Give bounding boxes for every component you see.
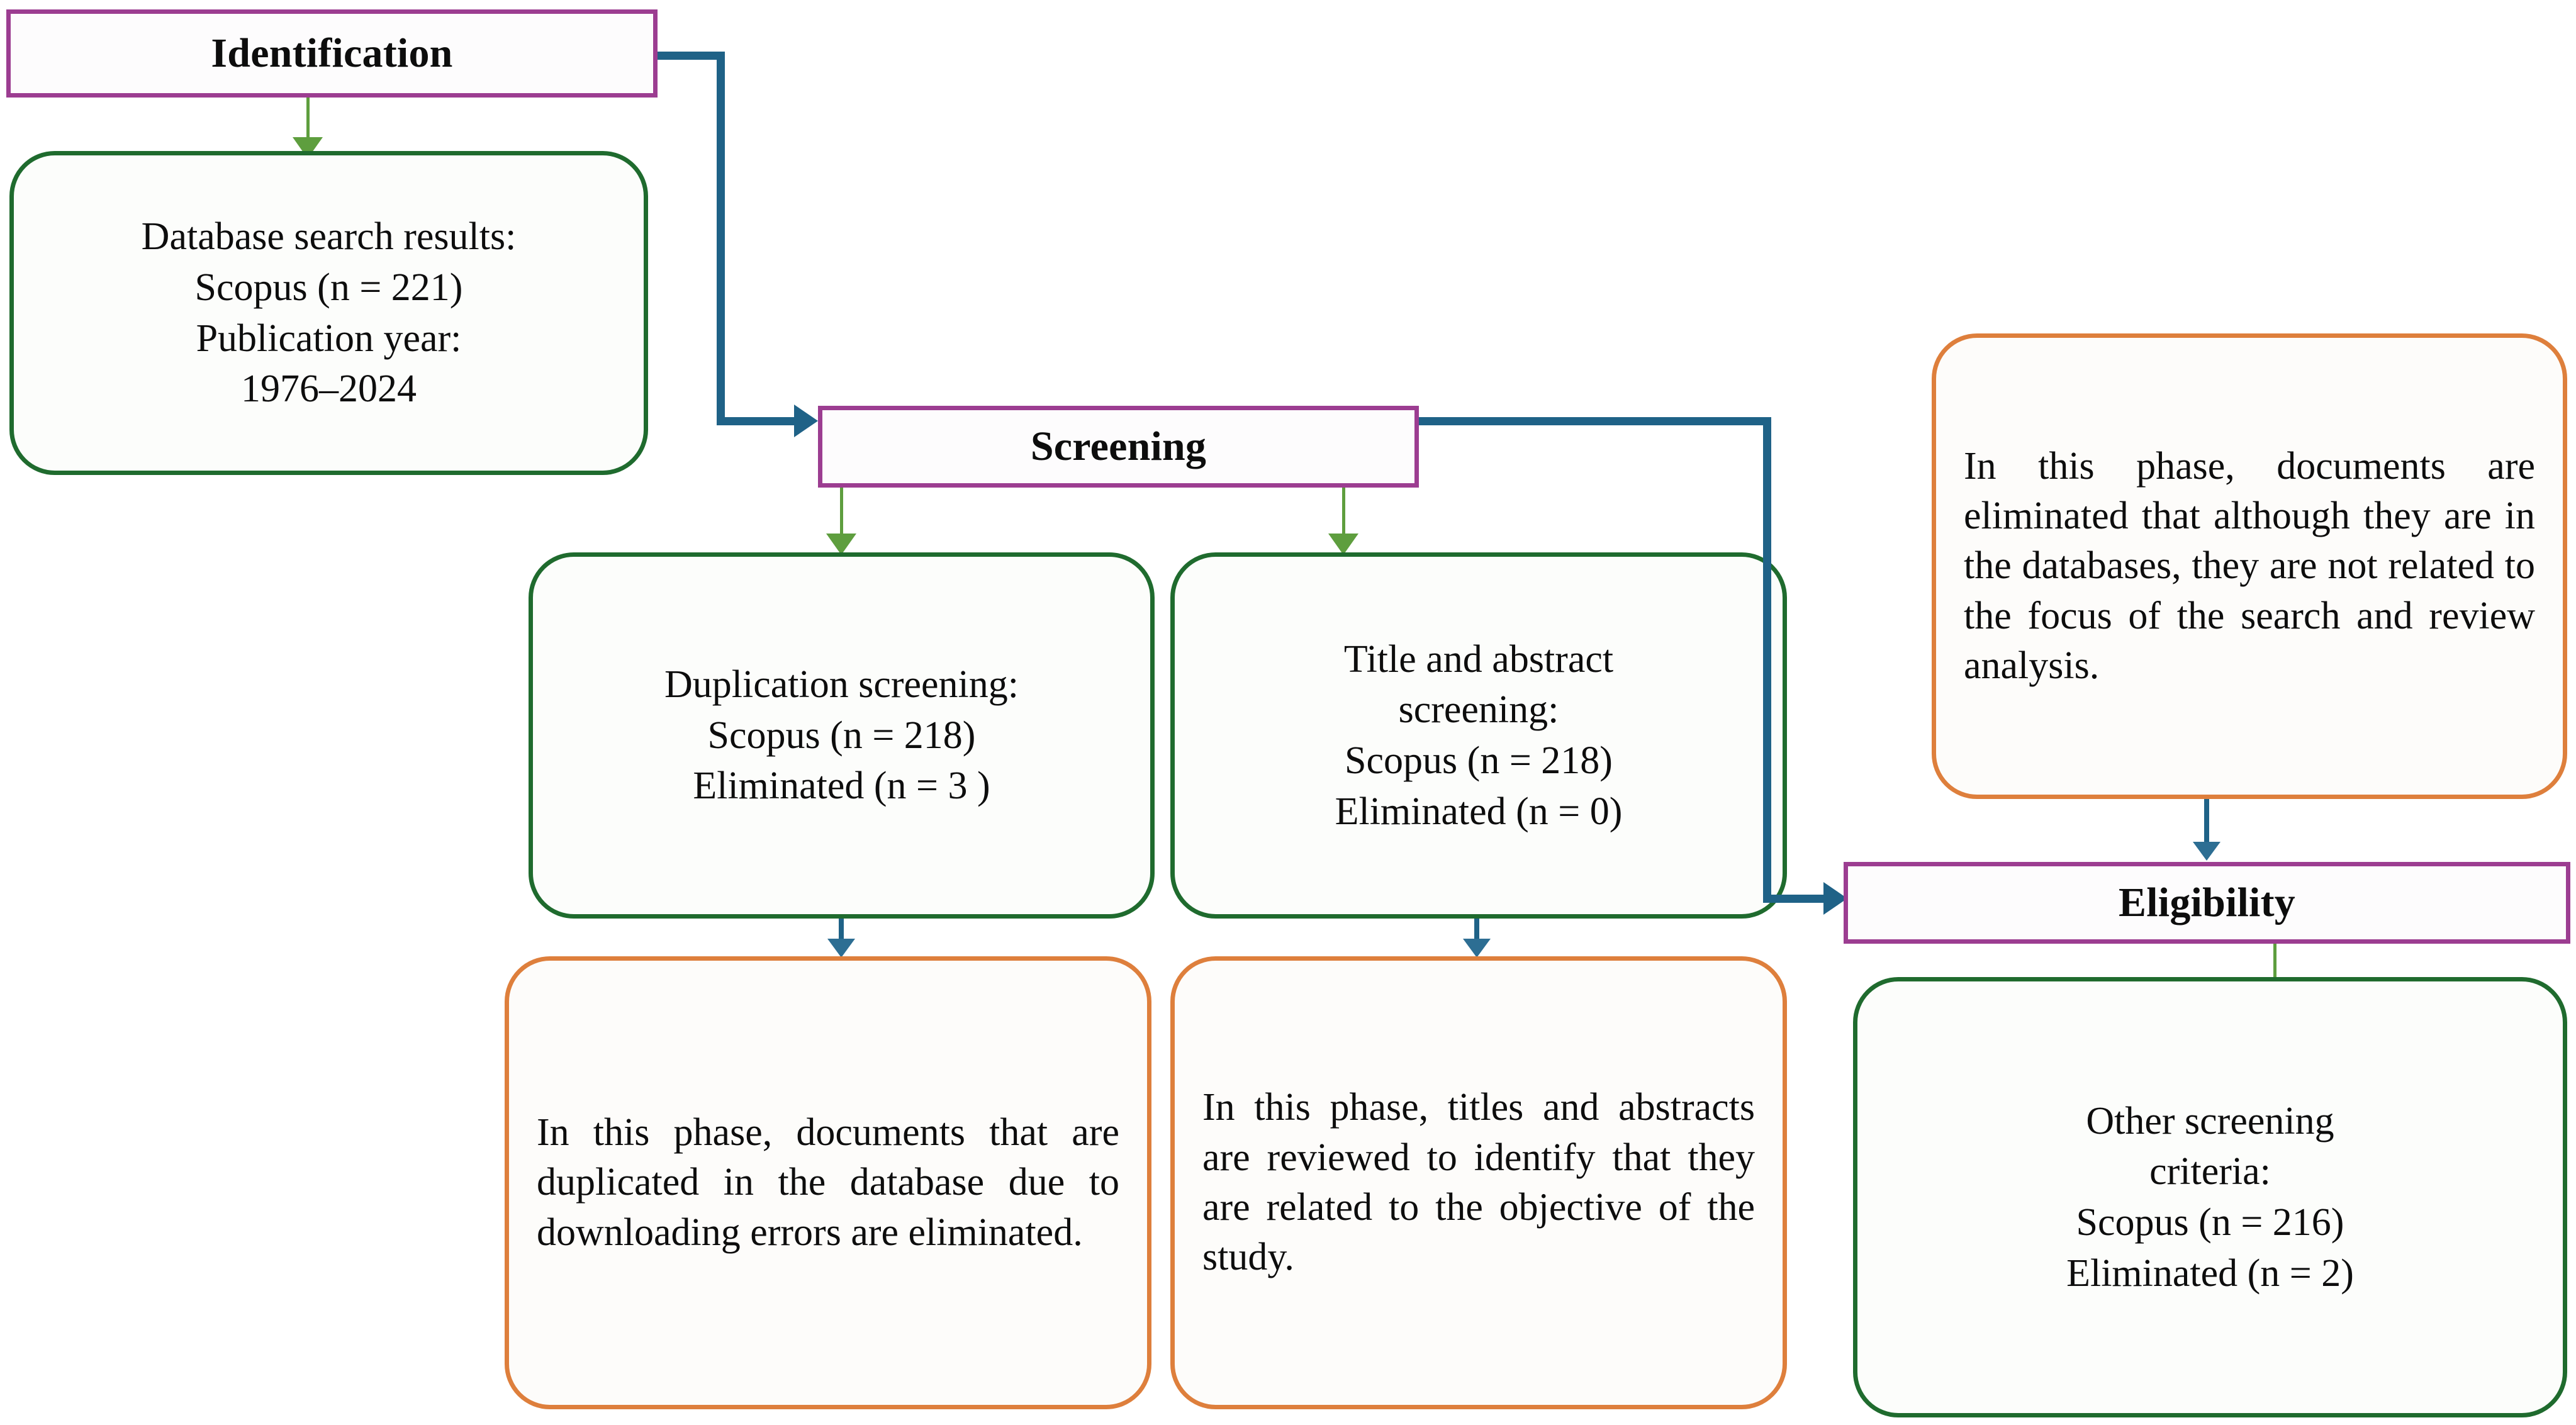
note-eligibility-phase-text: In this phase, documents are eliminated … — [1964, 444, 2535, 688]
text-line: Duplication screening: — [664, 663, 1019, 707]
note-eligibility-phase[interactable]: In this phase, documents are eliminated … — [1932, 333, 2567, 799]
note-title-abstract-phase[interactable]: In this phase, titles and abstracts are … — [1170, 956, 1787, 1409]
text-line: Other screening — [2086, 1099, 2334, 1143]
phase-label-screening: Screening — [1030, 423, 1207, 470]
phase-label-identification: Identification — [211, 30, 453, 77]
arrow-right-icon-eligibility — [1823, 882, 1847, 915]
text-line: Eliminated (n = 3 ) — [693, 764, 990, 808]
phase-header-identification[interactable]: Identification — [6, 9, 658, 98]
connector-identification-to-screening-horizontal-2 — [717, 417, 802, 425]
arrow-down-icon-duplication-note — [827, 939, 855, 958]
arrow-right-icon-screening — [794, 405, 818, 437]
arrow-down-icon-eligibility-header — [2193, 842, 2220, 861]
arrow-down-icon-duplication — [826, 534, 856, 555]
connector-identification-to-screening-vertical — [717, 52, 725, 422]
note-duplication-phase[interactable]: In this phase, documents that are duplic… — [505, 956, 1151, 1409]
connector-eligibility-to-other-criteria — [2273, 944, 2276, 993]
text-line: Title and abstract — [1343, 637, 1614, 681]
text-line: Scopus (n = 218) — [707, 713, 976, 757]
phase-header-screening[interactable]: Screening — [818, 406, 1419, 488]
text-line: Eliminated (n = 0) — [1335, 790, 1623, 833]
text-line: 1976–2024 — [240, 367, 417, 411]
text-line: Database search results: — [141, 215, 517, 259]
box-database-search-results[interactable]: Database search results: Scopus (n = 221… — [9, 151, 648, 475]
box-title-abstract-screening[interactable]: Title and abstract screening: Scopus (n … — [1170, 552, 1787, 919]
text-line: Publication year: — [196, 316, 462, 360]
box-duplication-screening[interactable]: Duplication screening: Scopus (n = 218) … — [529, 552, 1155, 919]
phase-label-eligibility: Eligibility — [2119, 880, 2295, 926]
text-line: Scopus (n = 218) — [1345, 739, 1613, 782]
arrow-down-icon-title-abstract-note — [1463, 939, 1491, 958]
text-line: Scopus (n = 221) — [194, 265, 463, 309]
arrow-down-icon-title-abstract — [1328, 534, 1358, 555]
note-title-abstract-phase-text: In this phase, titles and abstracts are … — [1202, 1086, 1755, 1279]
box-other-screening-criteria[interactable]: Other screening criteria: Scopus (n = 21… — [1853, 977, 2567, 1417]
connector-screening-to-eligibility-horizontal-2 — [1763, 895, 1832, 903]
connector-screening-to-eligibility-horizontal-1 — [1419, 417, 1771, 425]
title-abstract-screening-text: Title and abstract screening: Scopus (n … — [1319, 634, 1639, 837]
connector-screening-to-duplication — [840, 488, 843, 538]
connector-screening-to-title-abstract — [1342, 488, 1345, 538]
text-line: screening: — [1398, 688, 1559, 732]
connector-duplication-to-note — [839, 919, 844, 944]
connector-title-abstract-to-note — [1474, 919, 1479, 944]
connector-identification-to-database — [306, 98, 310, 143]
other-screening-criteria-text: Other screening criteria: Scopus (n = 21… — [2050, 1096, 2370, 1299]
phase-header-eligibility[interactable]: Eligibility — [1844, 862, 2570, 944]
connector-identification-to-screening-horizontal-1 — [658, 52, 725, 60]
text-line: criteria: — [2149, 1150, 2271, 1193]
connector-eligibility-note-to-header — [2204, 799, 2209, 846]
text-line: Eliminated (n = 2) — [2066, 1251, 2354, 1295]
note-duplication-phase-text: In this phase, documents that are duplic… — [537, 1110, 1119, 1254]
text-line: Scopus (n = 216) — [2076, 1201, 2344, 1244]
database-search-results-text: Database search results: Scopus (n = 221… — [125, 211, 533, 414]
duplication-screening-text: Duplication screening: Scopus (n = 218) … — [648, 659, 1035, 812]
connector-screening-to-eligibility-vertical — [1763, 417, 1771, 898]
